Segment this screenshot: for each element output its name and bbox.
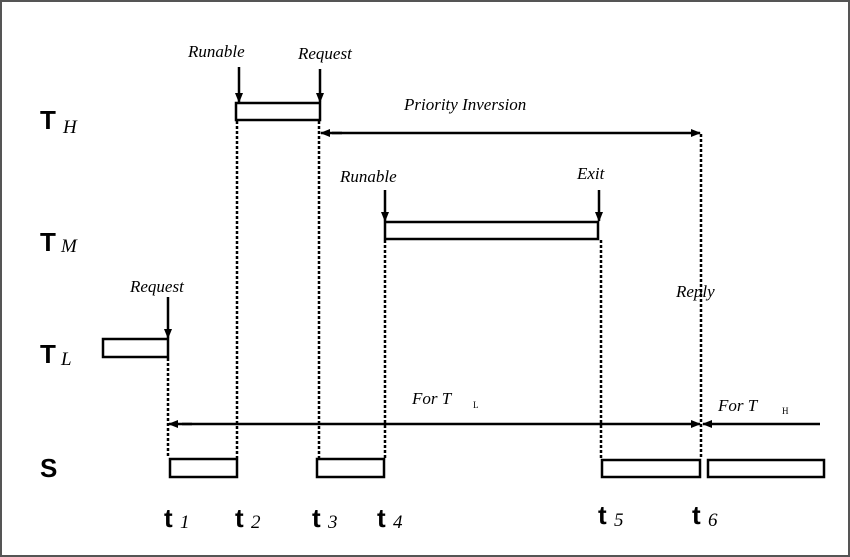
row-label-s: S [40, 453, 57, 483]
svg-text:t: t [598, 500, 607, 530]
svg-text:6: 6 [708, 510, 718, 531]
tl-execution-box [101, 337, 170, 359]
svg-text:L: L [60, 349, 72, 370]
svg-text:T: T [40, 339, 56, 369]
th-request-label: Request [297, 44, 353, 63]
th-execution-box [234, 101, 322, 122]
svg-text:5: 5 [614, 510, 624, 531]
tl-request-label: Request [129, 277, 185, 296]
s-box-3 [600, 458, 702, 479]
s-box-1 [168, 457, 239, 479]
row-label-tl: T L [40, 339, 72, 370]
svg-text:t: t [312, 503, 321, 533]
th-runable-label: Runable [187, 42, 245, 61]
svg-text:t: t [377, 503, 386, 533]
row-label-th: T H [40, 105, 78, 138]
s-box-4 [706, 458, 826, 479]
reply-label: Reply [675, 282, 715, 301]
tm-exit-label: Exit [576, 164, 606, 183]
svg-text:H: H [62, 117, 78, 138]
for-tl-label: For T L [411, 389, 479, 410]
svg-text:t: t [235, 503, 244, 533]
tm-execution-box [383, 220, 600, 241]
svg-text:3: 3 [327, 512, 338, 533]
svg-text:t: t [164, 503, 173, 533]
svg-text:2: 2 [251, 512, 261, 533]
row-label-tm: T M [40, 227, 78, 257]
svg-text:4: 4 [393, 512, 403, 533]
for-th-label: For T H [717, 396, 789, 416]
svg-text:L: L [473, 400, 479, 410]
svg-text:For T: For T [411, 389, 453, 408]
priority-inversion-label: Priority Inversion [403, 95, 526, 114]
svg-text:T: T [40, 105, 56, 135]
svg-text:1: 1 [180, 512, 190, 533]
s-box-2 [315, 457, 386, 479]
svg-text:M: M [60, 236, 78, 257]
svg-text:t: t [692, 500, 701, 530]
svg-text:H: H [782, 406, 789, 416]
svg-text:For T: For T [717, 396, 759, 415]
tm-runable-label: Runable [339, 167, 397, 186]
svg-text:T: T [40, 227, 56, 257]
